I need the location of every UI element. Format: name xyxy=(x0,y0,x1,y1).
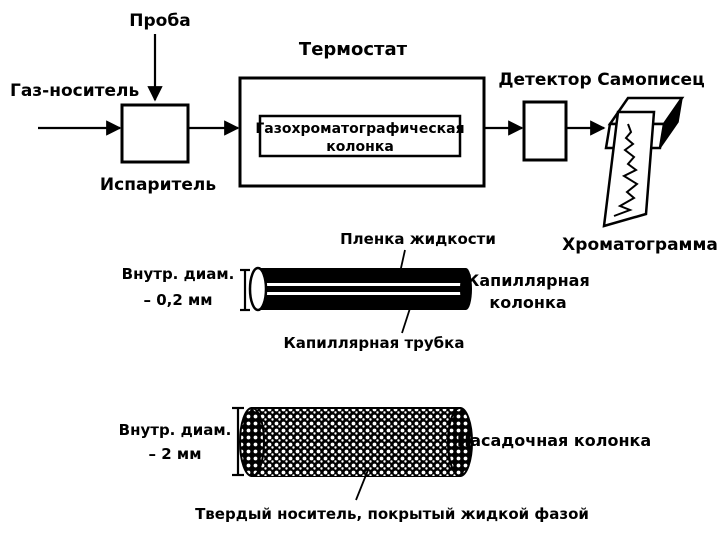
liquid-film-label: Пленка жидкости xyxy=(340,230,496,248)
recorder-label: Самописец xyxy=(597,70,704,90)
thermostat-label: Термостат xyxy=(299,39,408,60)
capillary-tube-pointer xyxy=(401,298,414,334)
chromatogram-trace xyxy=(613,123,639,217)
carrier-gas-label: Газ-носитель xyxy=(10,81,139,101)
packed-column-label: Насадочная колонка xyxy=(457,431,651,450)
solid-support-label: Твердый носитель, покрытый жидкой фазой xyxy=(195,505,589,523)
capillary-inner-diameter-line2: – 0,2 мм xyxy=(143,291,212,309)
solid-support-pointer xyxy=(355,469,369,501)
packed-column-body xyxy=(239,407,473,477)
packed-diameter-marker xyxy=(232,406,244,477)
capillary-column-label-line2: колонка xyxy=(489,293,566,312)
detector-label: Детектор xyxy=(498,70,591,90)
gc-column-label-line2: колонка xyxy=(326,139,394,155)
recorder-device xyxy=(602,96,685,228)
capillary-column-label-line1: Капиллярная xyxy=(466,271,589,290)
probe-label: Проба xyxy=(129,11,190,31)
evaporator-label: Испаритель xyxy=(100,175,216,195)
chromatogram-label: Хроматограмма xyxy=(562,235,718,255)
evaporator-box xyxy=(120,103,190,164)
capillary-section: Пленка жидкости Внутр. диам. – 0,2 мм Ка… xyxy=(122,230,590,352)
gc-column-box xyxy=(258,114,462,158)
packed-inner-diameter-line1: Внутр. диам. xyxy=(119,421,232,439)
capillary-tube xyxy=(248,266,472,312)
capillary-tube-label: Капиллярная трубка xyxy=(284,334,465,352)
detector-box xyxy=(522,100,568,162)
capillary-inner-diameter-line1: Внутр. диам. xyxy=(122,265,235,283)
capillary-diameter-marker xyxy=(240,268,250,312)
chromatogram-paper xyxy=(602,110,656,228)
packed-section: Внутр. диам. – 2 мм Насадочная колонка Т… xyxy=(119,406,651,523)
gc-column-label-line1: Газохроматографическая xyxy=(255,121,464,137)
schematic-section: Проба Газ-носитель Испаритель Термостат … xyxy=(10,11,718,255)
packed-inner-diameter-line2: – 2 мм xyxy=(149,445,202,463)
